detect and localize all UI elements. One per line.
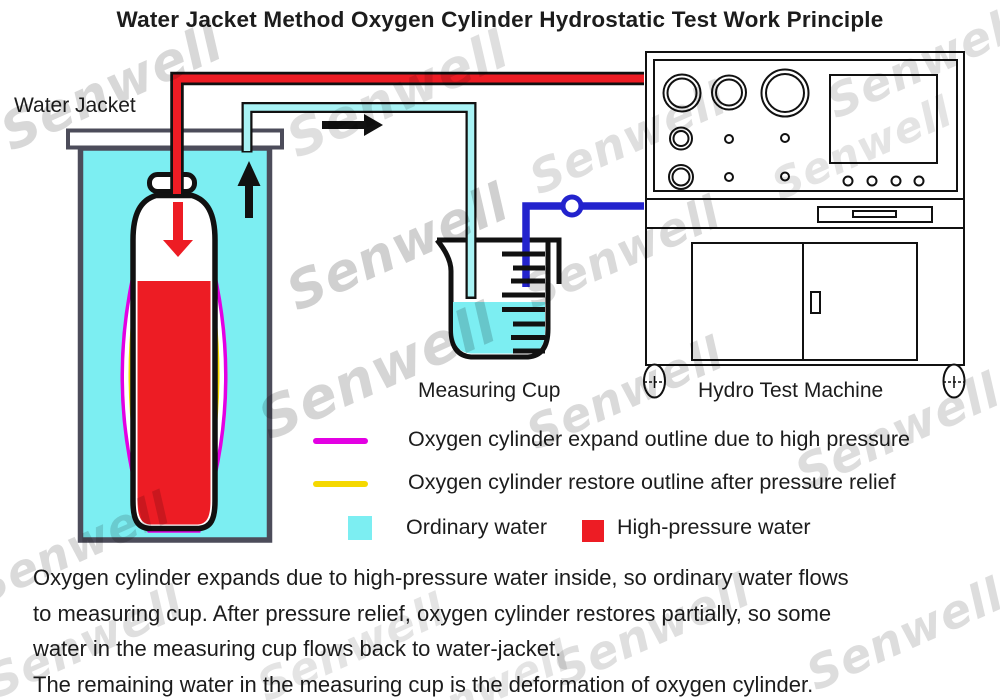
oxygen-cylinder <box>120 172 228 533</box>
panel-knob <box>780 171 790 182</box>
cup-water <box>453 302 545 354</box>
legend-label-expand-outline: Oxygen cylinder expand outline due to hi… <box>408 427 910 451</box>
high-pressure-pipe <box>163 71 644 257</box>
machine-screen <box>829 74 938 164</box>
description-line: to measuring cup. After pressure relief,… <box>33 600 832 626</box>
panel-knob <box>724 134 734 144</box>
measuring-cup-label: Measuring Cup <box>418 379 561 402</box>
panel-button <box>913 175 925 187</box>
description-line: Oxygen cylinder expands due to high-pres… <box>33 565 849 590</box>
right-arrow-icon <box>364 114 383 136</box>
legend-label-ordinary-water: Ordinary water <box>406 515 547 539</box>
page-title: Water Jacket Method Oxygen Cylinder Hydr… <box>116 7 884 32</box>
machine-slot-inner <box>852 210 897 218</box>
panel-knob <box>780 133 790 143</box>
description-line: The remaining water in the measuring cup… <box>33 671 814 697</box>
legend-swatch-high-pressure-water <box>582 520 604 542</box>
drain-pipe <box>522 194 644 287</box>
cabinet-handle <box>810 291 821 314</box>
valve-icon <box>560 194 584 218</box>
panel-button <box>842 175 854 187</box>
cup-graduations <box>502 251 545 354</box>
description-line: water in the measuring cup flows back to… <box>33 636 562 661</box>
panel-button <box>890 175 902 187</box>
panel-knob <box>724 172 734 182</box>
legend-swatch-expand-outline <box>313 438 368 444</box>
legend-label-restore-outline: Oxygen cylinder restore outline after pr… <box>408 470 896 494</box>
description-paragraph: Oxygen cylinder expands due to high-pres… <box>33 560 849 700</box>
measuring-cup <box>435 194 644 360</box>
water-jacket-label: Water Jacket <box>14 94 136 117</box>
hydro-test-machine <box>643 51 966 399</box>
flow-arrows <box>237 114 383 218</box>
up-arrow-icon <box>237 161 261 186</box>
legend-swatch-ordinary-water <box>348 516 372 540</box>
ordinary-water-pipe <box>241 102 477 299</box>
panel-button <box>866 175 878 187</box>
high-pressure-water-fill <box>137 281 211 525</box>
hydro-test-machine-label: Hydro Test Machine <box>698 379 884 402</box>
legend-label-high-pressure-water: High-pressure water <box>617 515 811 539</box>
machine-cabinet <box>691 242 918 361</box>
legend-swatch-restore-outline <box>313 481 368 487</box>
red-down-arrow-head <box>163 240 193 257</box>
cup-rim <box>437 237 562 284</box>
